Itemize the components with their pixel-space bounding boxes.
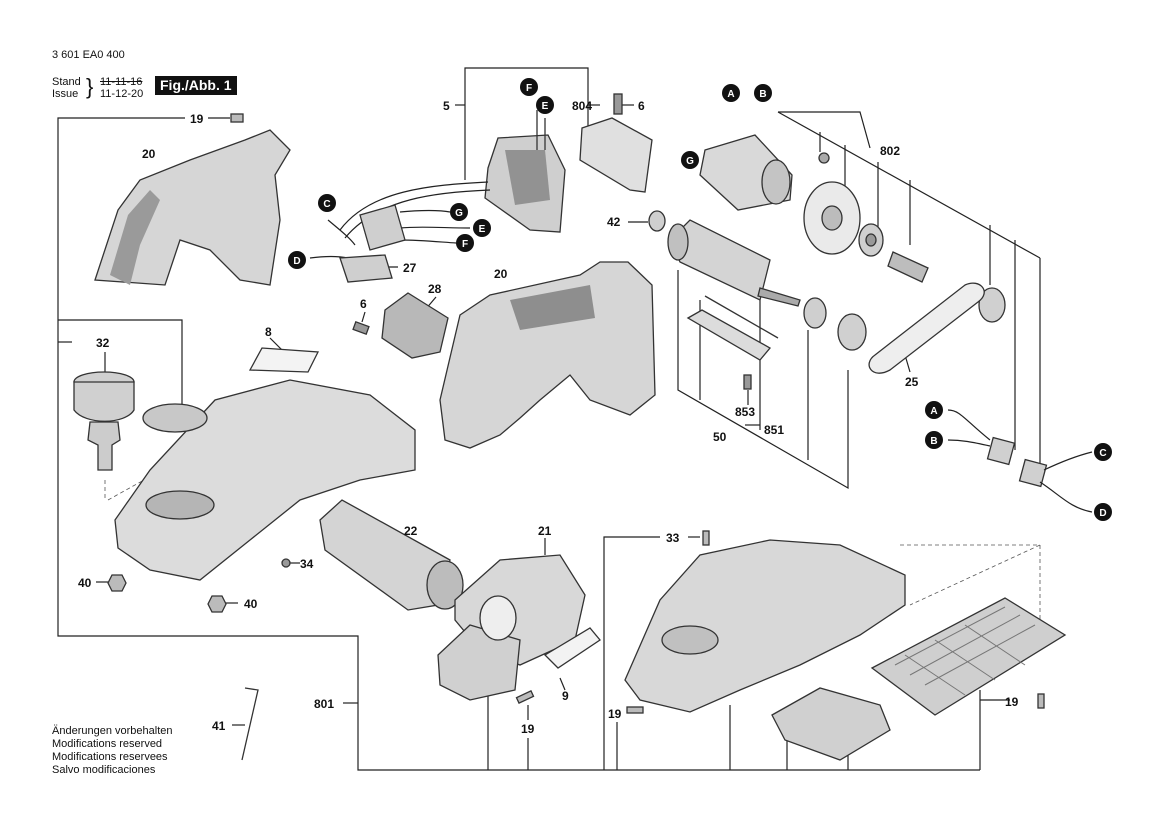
part-number: 41: [212, 719, 226, 733]
part-number: 802: [880, 144, 900, 158]
note-fr: Modifications reservees: [52, 751, 168, 763]
part-number: 19: [1005, 695, 1019, 709]
svg-text:A: A: [727, 89, 734, 100]
switch-carrier-804: [579, 117, 653, 193]
part-number: 20: [142, 147, 156, 161]
switch-module: [484, 110, 566, 233]
svg-text:B: B: [759, 89, 766, 100]
connector-F-top: F: [520, 78, 538, 96]
connector-E-top: E: [536, 96, 554, 114]
part-number: 9: [562, 689, 569, 703]
svg-text:D: D: [1099, 508, 1106, 519]
note-es: Salvo modificaciones: [52, 764, 156, 776]
svg-text:E: E: [542, 101, 549, 112]
svg-text:E: E: [479, 224, 486, 235]
part-number: 28: [428, 282, 442, 296]
part-number: 27: [403, 261, 417, 275]
tube-22: [319, 499, 464, 611]
issue-label: Issue: [52, 88, 79, 100]
part-number: 40: [78, 576, 92, 590]
part-number: 5: [443, 99, 450, 113]
connector-G-top: G: [681, 151, 699, 169]
connector-B-top: B: [754, 84, 772, 102]
svg-text:F: F: [526, 83, 532, 94]
part-number: 20: [494, 267, 508, 281]
part-number: 22: [404, 524, 418, 538]
part-number: 851: [764, 423, 784, 437]
connector-C-left: C: [318, 194, 336, 212]
svg-text:A: A: [930, 406, 937, 417]
sole-grid: [870, 597, 1067, 716]
issue-date: 11-12-20: [100, 88, 144, 100]
spring-6-left: [352, 321, 370, 335]
stand-date: 11-11-16: [100, 76, 143, 88]
svg-text:D: D: [293, 256, 300, 267]
svg-text:G: G: [455, 208, 463, 219]
connector-markers: F E G C G E F D A B A B C D: [288, 78, 1112, 521]
drive-belt-25: [868, 282, 985, 374]
part-number: 8: [265, 325, 272, 339]
connector-F-mid: F: [456, 234, 474, 252]
part-number: 801: [314, 697, 334, 711]
knob-32: [73, 371, 135, 471]
screws-small: [107, 113, 1045, 714]
connector-A-top: A: [722, 84, 740, 102]
plate-small: [771, 687, 891, 761]
cable-connectors: [947, 409, 1093, 513]
part-number: 25: [905, 375, 919, 389]
svg-text:G: G: [686, 156, 694, 167]
part-number: 6: [638, 99, 645, 113]
brace: }: [86, 74, 94, 99]
svg-text:C: C: [1099, 448, 1106, 459]
part-number: 42: [607, 215, 621, 229]
connector-D-right: D: [1094, 503, 1112, 521]
foot-plate: [624, 539, 906, 713]
note-de: Änderungen vorbehalten: [52, 725, 173, 737]
bearing-42: [648, 210, 666, 232]
stand-label: Stand: [52, 76, 81, 88]
svg-text:F: F: [462, 239, 468, 250]
modification-notes: Änderungen vorbehalten Modifications res…: [52, 725, 172, 777]
armature-50: [667, 219, 1006, 351]
part-number: 32: [96, 336, 110, 350]
cover-28: [381, 292, 449, 359]
chip-ejector-21: [437, 554, 586, 701]
part-number: 19: [608, 707, 622, 721]
part-number: 19: [190, 112, 204, 126]
connector-B-right: B: [925, 431, 943, 449]
part-number: 19: [521, 722, 535, 736]
part-number: 21: [538, 524, 552, 538]
connector-A-right: A: [925, 401, 943, 419]
part-number-labels: 19 20 5 804 6 802 42 27 20 28 6 8 32 853…: [78, 99, 1019, 736]
motor-assembly: [699, 134, 929, 283]
connector-G-mid: G: [450, 203, 468, 221]
part-number: 804: [572, 99, 592, 113]
brush-holders-851-853: [686, 295, 779, 390]
label-8: [248, 347, 320, 373]
housing-half-20: [94, 129, 291, 286]
figure-label: Fig./Abb. 1: [155, 76, 237, 95]
part-number: 6: [360, 297, 367, 311]
connector-C-right: C: [1094, 443, 1112, 461]
connector-D-left: D: [288, 251, 306, 269]
part-number: 33: [666, 531, 680, 545]
svg-text:C: C: [323, 199, 330, 210]
base-housing: [114, 379, 416, 581]
label-9: [543, 627, 601, 669]
note-en: Modifications reserved: [52, 738, 163, 750]
part-number: 34: [300, 557, 314, 571]
hex-key-41: [241, 687, 259, 761]
part-number: 50: [713, 430, 727, 444]
doc-number: 3 601 EA0 400: [52, 49, 125, 61]
part-number: 40: [244, 597, 258, 611]
switch-27: [339, 204, 406, 283]
spring-6-top: [613, 93, 623, 115]
svg-text:B: B: [930, 436, 937, 447]
connector-E-mid: E: [473, 219, 491, 237]
housing-half-20b: [439, 261, 656, 449]
part-number: 853: [735, 405, 755, 419]
